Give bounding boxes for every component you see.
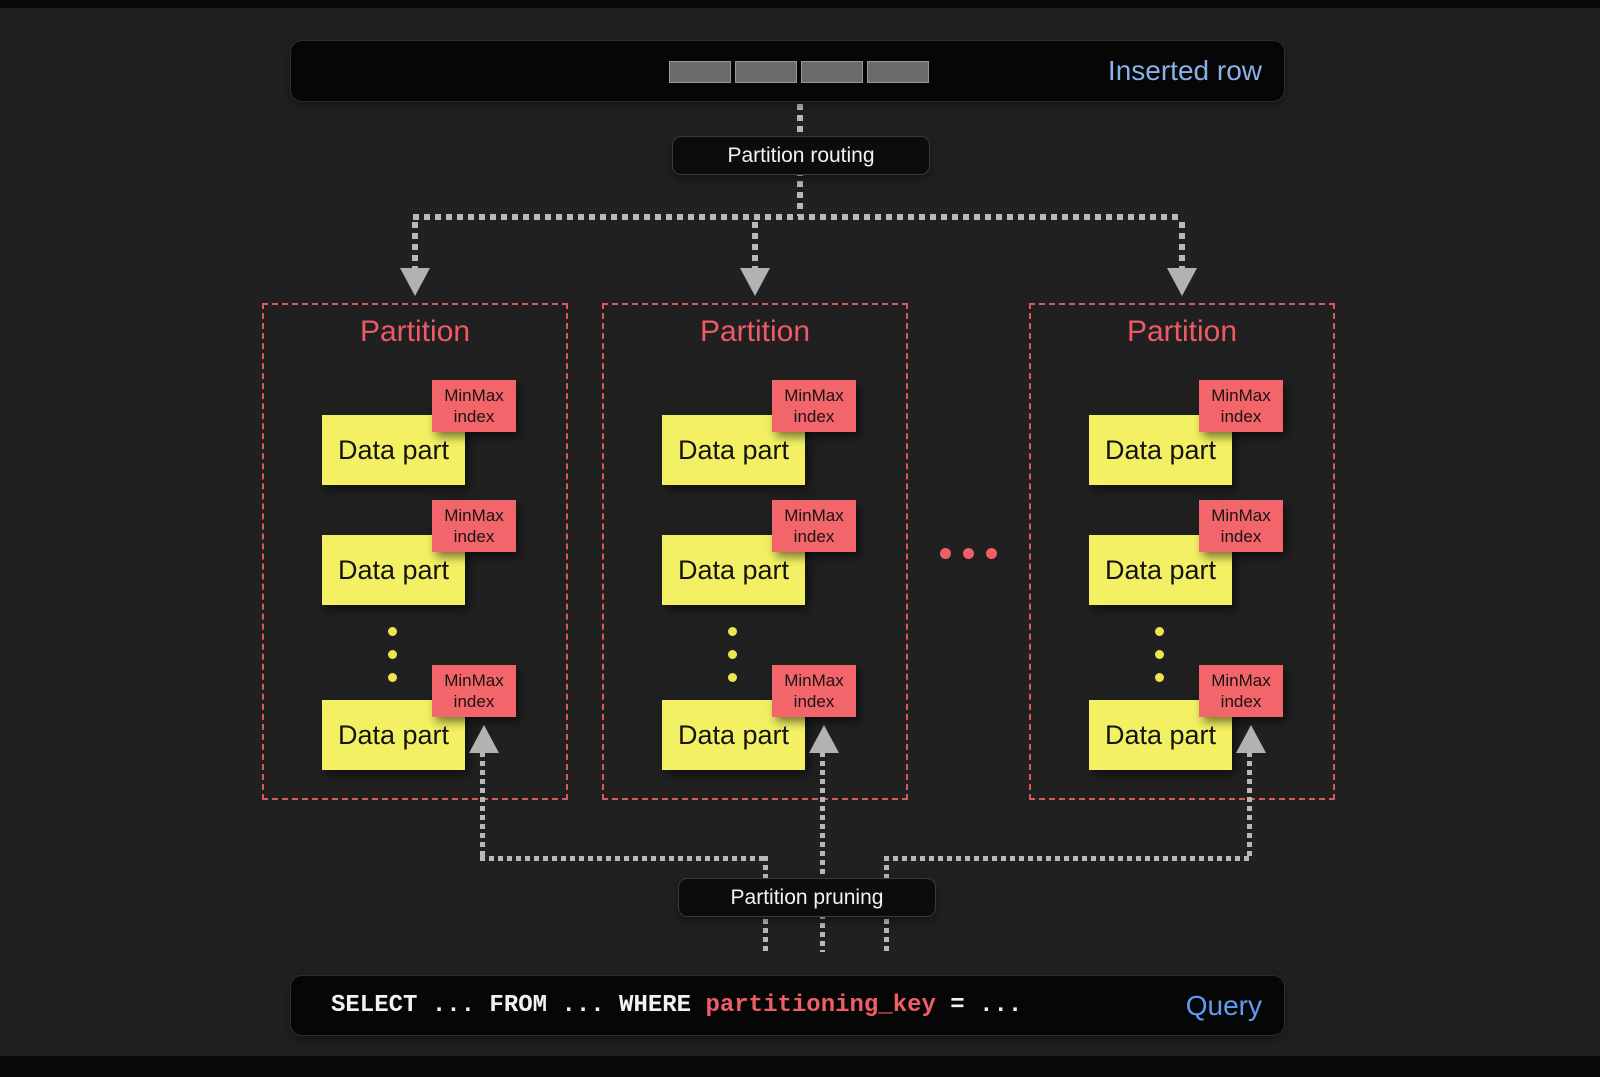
minmax-index-badge: MinMax index <box>772 665 856 717</box>
partition-box: Partition MinMax index Data part MinMax … <box>602 303 908 800</box>
more-parts-ellipsis <box>388 627 397 682</box>
arrow-down-icon <box>400 268 430 296</box>
row-segment <box>867 61 929 83</box>
pruning-line-p1-vertical <box>480 752 485 858</box>
partition-title: Partition <box>699 315 811 348</box>
partition-box: Partition MinMax index Data part MinMax … <box>1029 303 1335 800</box>
data-part: Data part <box>1089 415 1232 485</box>
fanout-drop-left <box>412 222 418 268</box>
row-segment <box>735 61 797 83</box>
fanout-drop-right <box>1179 222 1185 268</box>
minmax-index-badge: MinMax index <box>1199 665 1283 717</box>
query-label: Query <box>1185 989 1262 1021</box>
pruning-line-right-horizontal <box>884 856 1252 861</box>
minmax-index-badge: MinMax index <box>1199 500 1283 552</box>
inserted-row-label: Inserted row <box>1107 55 1262 86</box>
arrow-up-icon <box>1236 725 1266 753</box>
arrow-down-icon <box>740 268 770 296</box>
partition-routing-label: Partition routing <box>672 136 930 175</box>
minmax-index-badge: MinMax index <box>772 380 856 432</box>
more-parts-ellipsis <box>1155 627 1164 682</box>
row-segments <box>669 61 929 83</box>
arrow-down-icon <box>1167 268 1197 296</box>
more-partitions-ellipsis <box>940 548 997 559</box>
partition-box: Partition MinMax index Data part MinMax … <box>262 303 568 800</box>
sql-suffix: = ... <box>935 992 1023 1019</box>
sql-prefix: SELECT ... FROM ... WHERE <box>331 992 706 1019</box>
pruning-line-center <box>820 752 825 952</box>
inserted-row-bar: Inserted row <box>290 40 1285 102</box>
arrow-up-icon <box>469 725 499 753</box>
sql-partitioning-key: partitioning_key <box>705 992 936 1019</box>
minmax-index-badge: MinMax index <box>432 665 516 717</box>
minmax-index-badge: MinMax index <box>1199 380 1283 432</box>
query-bar: SELECT ... FROM ... WHERE partitioning_k… <box>290 975 1285 1036</box>
row-segment <box>669 61 731 83</box>
partition-pruning-label: Partition pruning <box>678 878 936 917</box>
arrow-up-icon <box>809 725 839 753</box>
partition-title: Partition <box>1126 315 1238 348</box>
row-segment <box>801 61 863 83</box>
more-parts-ellipsis <box>728 627 737 682</box>
pruning-line-p3-vertical <box>1247 752 1252 858</box>
minmax-index-badge: MinMax index <box>432 380 516 432</box>
fanout-drop-center <box>752 222 758 268</box>
partition-title: Partition <box>359 315 471 348</box>
minmax-index-badge: MinMax index <box>772 500 856 552</box>
pruning-line-left-horizontal <box>480 856 768 861</box>
top-letterbox <box>0 0 1600 8</box>
minmax-index-badge: MinMax index <box>432 500 516 552</box>
bottom-letterbox <box>0 1056 1600 1077</box>
data-part: Data part <box>322 700 465 770</box>
fanout-line <box>413 214 1183 220</box>
sql-statement: SELECT ... FROM ... WHERE partitioning_k… <box>331 976 1022 1035</box>
